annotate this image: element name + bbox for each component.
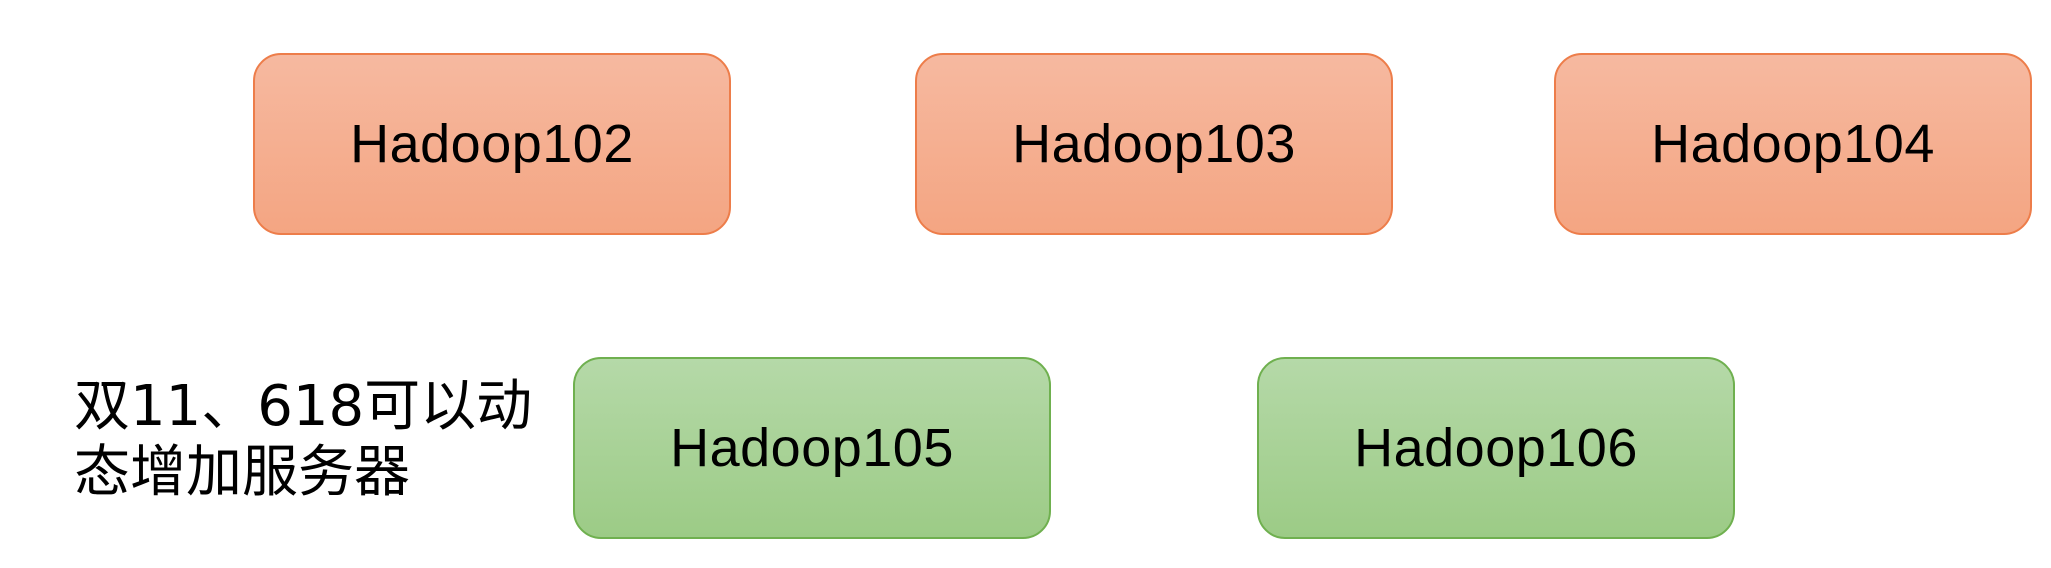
server-node-label: Hadoop102	[350, 114, 634, 174]
server-node-label: Hadoop105	[670, 418, 954, 478]
server-node-hadoop106: Hadoop106	[1257, 357, 1735, 539]
server-node-hadoop104: Hadoop104	[1554, 53, 2032, 235]
server-node-hadoop105: Hadoop105	[573, 357, 1051, 539]
server-node-hadoop103: Hadoop103	[915, 53, 1393, 235]
server-node-label: Hadoop103	[1012, 114, 1296, 174]
server-node-label: Hadoop104	[1651, 114, 1935, 174]
scaling-note-line-2: 态增加服务器	[74, 440, 410, 505]
scaling-note-line-1: 双11、618可以动	[74, 374, 533, 439]
scaling-note: 双11、618可以动 态增加服务器	[74, 374, 532, 506]
server-node-label: Hadoop106	[1354, 418, 1638, 478]
server-node-hadoop102: Hadoop102	[253, 53, 731, 235]
